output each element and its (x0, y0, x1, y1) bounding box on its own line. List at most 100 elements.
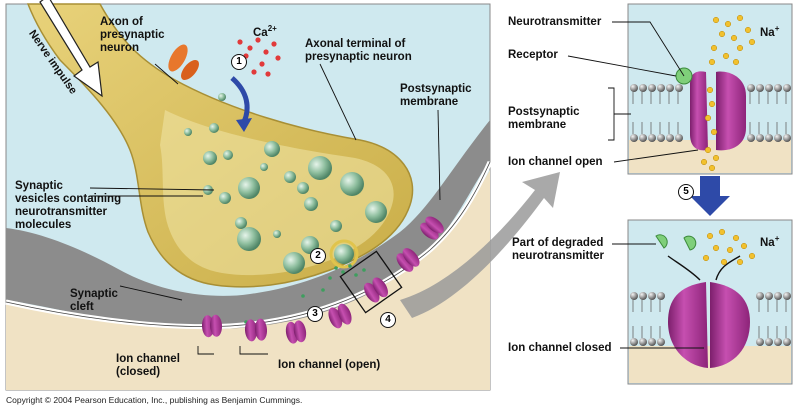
lipid-head (756, 292, 764, 300)
lipid-head (630, 84, 638, 92)
label-ion-channel-closed: Ion channel (closed) (116, 353, 180, 378)
lipid-bilayer-top (630, 84, 791, 142)
lipid-head (639, 338, 647, 346)
label-neurotransmitter: Neurotransmitter (508, 16, 602, 28)
sodium-symbol-top: Na (760, 26, 775, 39)
lipid-head (765, 134, 773, 142)
sodium-ion (708, 58, 716, 66)
label-postsynaptic-membrane: Postsynaptic membrane (400, 83, 472, 108)
sodium-ion (726, 246, 734, 254)
lipid-bilayer-bottom (630, 292, 791, 346)
label-synaptic-cleft: Synaptic cleft (70, 288, 118, 313)
leader-lines-left (89, 63, 441, 355)
lipid-head (783, 134, 791, 142)
sodium-ion (724, 20, 732, 28)
label-calcium: Ca2+ (253, 22, 277, 40)
lipid-head (657, 134, 665, 142)
label-synaptic-vesicles: Synaptic vesicles containing neurotransm… (15, 180, 122, 231)
lipid-head (648, 134, 656, 142)
copyright-text: Copyright © 2004 Pearson Education, Inc.… (6, 395, 303, 405)
sodium-symbol-bottom: Na (760, 236, 775, 249)
lipid-head (657, 292, 665, 300)
lipid-head (657, 84, 665, 92)
lipid-head (630, 338, 638, 346)
postsynaptic-tissue (6, 170, 490, 390)
label-ion-channel-open-right: Ion channel open (508, 156, 603, 168)
step5-arrow (690, 176, 730, 216)
leader-lines-right (567, 21, 704, 349)
sodium-ion (718, 228, 726, 236)
step-5-badge: 5 (678, 184, 694, 200)
lipid-head (639, 84, 647, 92)
step-1-badge: 1 (231, 54, 247, 70)
label-sodium-top: Na+ (760, 22, 779, 40)
sodium-ion (720, 258, 728, 266)
synaptic-vesicles (184, 93, 387, 274)
sodium-ion (708, 164, 716, 172)
sodium-ion (702, 254, 710, 262)
lipid-head (675, 84, 683, 92)
sodium-ion (712, 16, 720, 24)
label-ion-channel-open: Ion channel (open) (278, 359, 381, 371)
sodium-ion (736, 44, 744, 52)
lipid-head (675, 134, 683, 142)
left-panel (5, 0, 560, 391)
calcium-influx-arrow (230, 76, 250, 123)
sodium-ion (722, 52, 730, 60)
lipid-head (774, 338, 782, 346)
label-axonal-terminal: Axonal terminal of presynaptic neuron (305, 38, 412, 63)
lipid-head (774, 134, 782, 142)
lipid-head (639, 134, 647, 142)
lipid-head (747, 84, 755, 92)
sodium-ion (718, 30, 726, 38)
fusing-vesicle-core (334, 244, 354, 264)
zoom-arrow (400, 172, 560, 318)
label-axon: Axon of presynaptic neuron (100, 16, 165, 54)
sodium-ion (710, 128, 718, 136)
sodium-ion (704, 114, 712, 122)
sodium-ion (740, 242, 748, 250)
sodium-ion (706, 86, 714, 94)
sodium-ion (704, 146, 712, 154)
lipid-head (630, 134, 638, 142)
lipid-head (648, 292, 656, 300)
released-neurotransmitter (244, 264, 366, 324)
lipid-head (774, 292, 782, 300)
right-top-panel (627, 3, 793, 175)
ion-channel-open-top (716, 71, 746, 151)
step-4-badge: 4 (380, 312, 396, 328)
sodium-ions-top (700, 14, 756, 172)
label-ion-channel-closed-right: Ion channel closed (508, 342, 612, 354)
sodium-ion (706, 232, 714, 240)
lipid-head (657, 338, 665, 346)
sodium-ion (712, 244, 720, 252)
lipid-head (774, 84, 782, 92)
zoom-region-box (339, 250, 403, 314)
degrade-arrows (667, 255, 741, 281)
ion-channel-closed-bottom (710, 282, 750, 368)
calcium-charge: 2+ (267, 24, 277, 33)
sodium-ion (732, 234, 740, 242)
lipid-head (756, 84, 764, 92)
nerve-impulse-arrow (39, 0, 103, 98)
postsynaptic-membrane (6, 120, 490, 329)
sodium-charge-top: + (774, 24, 780, 33)
lipid-head (765, 84, 773, 92)
sodium-ion (736, 258, 744, 266)
lipid-head (783, 84, 791, 92)
lipid-head (648, 338, 656, 346)
sodium-ion (748, 252, 756, 260)
calcium-channels-orange (168, 44, 199, 80)
lipid-head (783, 338, 791, 346)
step-2-badge: 2 (310, 248, 326, 264)
sodium-ion (732, 58, 740, 66)
right-bottom-panel (627, 219, 793, 385)
lipid-head (765, 292, 773, 300)
sodium-ion (748, 38, 756, 46)
lipid-head (756, 134, 764, 142)
sodium-ion (712, 154, 720, 162)
label-sodium-bottom: Na+ (760, 232, 779, 250)
calcium-symbol: Ca (253, 26, 268, 39)
label-postsynaptic-membrane-right: Postsynaptic membrane (508, 106, 580, 131)
